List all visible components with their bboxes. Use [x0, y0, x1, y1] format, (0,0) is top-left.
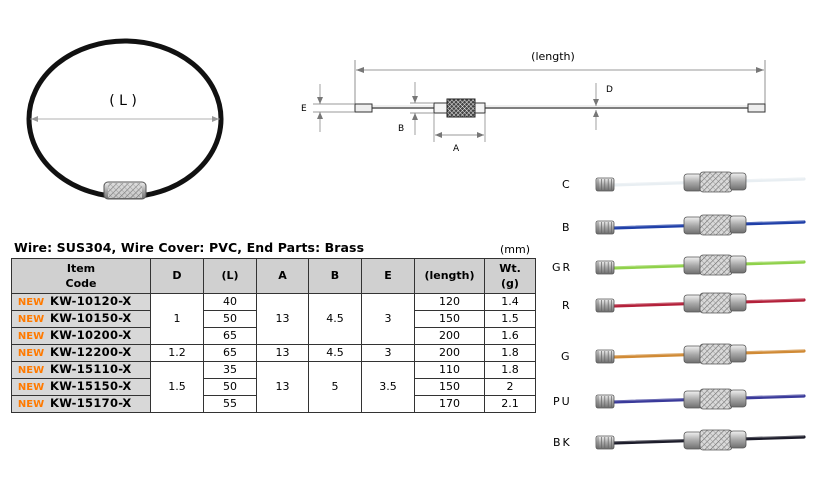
header-d: D — [150, 258, 204, 294]
dim-e-label: E — [301, 104, 307, 114]
cell-e: 3.5 — [361, 361, 415, 413]
dim-d-label: D — [606, 85, 613, 95]
new-badge: NEW — [17, 365, 45, 376]
cell-length: 170 — [414, 395, 485, 413]
cell-l: 35 — [203, 361, 257, 379]
cell-e: 3 — [361, 344, 415, 362]
header-b: B — [308, 258, 362, 294]
variant-label-gr: GR — [552, 261, 573, 274]
cable-dimension-diagram: (length) E B A — [301, 50, 766, 154]
dim-b-label: B — [398, 124, 404, 134]
cell-b: 4.5 — [308, 293, 362, 345]
cell-b: 4.5 — [308, 344, 362, 362]
variant-label-bk: BK — [553, 436, 572, 449]
cell-weight: 1.8 — [484, 344, 536, 362]
cell-weight: 1.8 — [484, 361, 536, 379]
cell-e: 3 — [361, 293, 415, 345]
new-badge: NEW — [17, 297, 45, 308]
cell-weight: 2.1 — [484, 395, 536, 413]
new-badge: NEW — [17, 399, 45, 410]
new-badge: NEW — [17, 314, 45, 325]
unit-label: (mm) — [500, 243, 531, 256]
cell-weight: 1.4 — [484, 293, 536, 311]
cell-l: 55 — [203, 395, 257, 413]
cell-a: 13 — [256, 344, 309, 362]
cell-d: 1 — [150, 293, 204, 345]
length-label: (length) — [531, 50, 575, 63]
cell-a: 13 — [256, 293, 309, 345]
cell-a: 13 — [256, 361, 309, 413]
cell-b: 5 — [308, 361, 362, 413]
cell-d: 1.2 — [150, 344, 204, 362]
cell-d: 1.5 — [150, 361, 204, 413]
ring-illustration: ( L ) — [26, 38, 224, 200]
cell-length: 200 — [414, 327, 485, 345]
dim-a-label: A — [453, 144, 460, 154]
cell-weight: 1.6 — [484, 327, 536, 345]
ring-label: ( L ) — [109, 93, 137, 109]
cell-l: 50 — [203, 310, 257, 328]
variant-label-r: R — [562, 299, 572, 312]
cell-length: 120 — [414, 293, 485, 311]
cell-length: 150 — [414, 310, 485, 328]
cell-l: 50 — [203, 378, 257, 396]
header-l: (L) — [203, 258, 257, 294]
cell-l: 40 — [203, 293, 257, 311]
cell-l: 65 — [203, 327, 257, 345]
new-badge: NEW — [17, 331, 45, 342]
cell-length: 150 — [414, 378, 485, 396]
variant-cable-pu — [595, 388, 806, 410]
variant-cable-c — [595, 171, 806, 193]
cell-length: 200 — [414, 344, 485, 362]
material-spec: Wire: SUS304, Wire Cover: PVC, End Parts… — [14, 240, 365, 255]
color-variants — [595, 171, 806, 451]
variant-cable-bk — [595, 429, 806, 451]
variant-label-pu: PU — [553, 395, 572, 408]
variant-label-b: B — [562, 221, 572, 234]
cell-length: 110 — [414, 361, 485, 379]
variant-label-c: C — [562, 178, 572, 191]
cell-weight: 2 — [484, 378, 536, 396]
variant-cable-gr — [595, 254, 806, 276]
variant-cable-b — [595, 214, 806, 236]
header-a: A — [256, 258, 309, 294]
new-badge: NEW — [17, 348, 45, 359]
header-e: E — [361, 258, 415, 294]
variant-label-g: G — [561, 350, 572, 363]
cell-weight: 1.5 — [484, 310, 536, 328]
cell-l: 65 — [203, 344, 257, 362]
header-weight: Wt.(g) — [484, 258, 536, 294]
header-length: (length) — [414, 258, 485, 294]
variant-cable-r — [595, 292, 806, 314]
new-badge: NEW — [17, 382, 45, 393]
variant-cable-g — [595, 343, 806, 365]
